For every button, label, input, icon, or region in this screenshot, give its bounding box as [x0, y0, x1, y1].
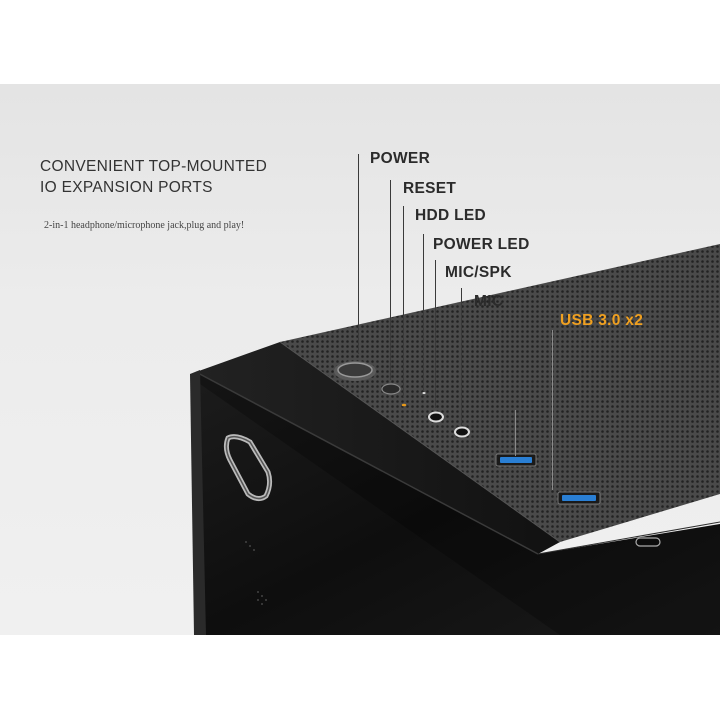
power-led-leader-line — [423, 234, 424, 390]
subtitle: 2-in-1 headphone/microphone jack,plug an… — [44, 220, 245, 231]
power-label: POWER — [370, 150, 431, 167]
headline: CONVENIENT TOP-MOUNTED IO EXPANSION PORT… — [40, 156, 267, 198]
usb-label: USB 3.0 x2 — [560, 312, 644, 329]
mic-leader-line — [461, 288, 462, 426]
hdd-led-label: HDD LED — [415, 207, 486, 224]
reset-label: RESET — [403, 180, 457, 197]
mic-jack-icon — [454, 426, 470, 438]
product-banner: CONVENIENT TOP-MOUNTED IO EXPANSION PORT… — [0, 84, 720, 635]
case-vent-dots — [245, 541, 267, 605]
case-front-strip — [196, 341, 561, 554]
mic-spk-leader-line — [435, 260, 436, 408]
reset-leader-line — [390, 180, 391, 380]
usb-port-icon — [557, 491, 601, 505]
power-leader-line — [358, 154, 359, 354]
mic-spk-jack-icon — [428, 411, 444, 423]
usb-leader-line-2 — [552, 330, 553, 490]
headline-line-1: CONVENIENT TOP-MOUNTED — [40, 158, 268, 175]
mic-label: MIC — [474, 293, 504, 310]
case-indicator-slot — [635, 537, 661, 547]
reset-button-icon — [381, 383, 401, 395]
case-side-panel — [195, 371, 720, 635]
power-led-label: POWER LED — [433, 236, 530, 253]
power-led-icon — [422, 392, 426, 394]
usb-leader-line — [515, 410, 516, 456]
headline-line-2: IO EXPANSION PORTS — [40, 179, 213, 196]
case-left-edge — [190, 370, 206, 635]
hdd-led-leader-line — [403, 206, 404, 398]
usb-port-icon — [495, 453, 537, 467]
mic-spk-label: MIC/SPK — [445, 264, 512, 281]
hdd-led-icon — [401, 403, 407, 407]
power-button-icon — [334, 361, 376, 381]
case-handle — [223, 434, 273, 502]
